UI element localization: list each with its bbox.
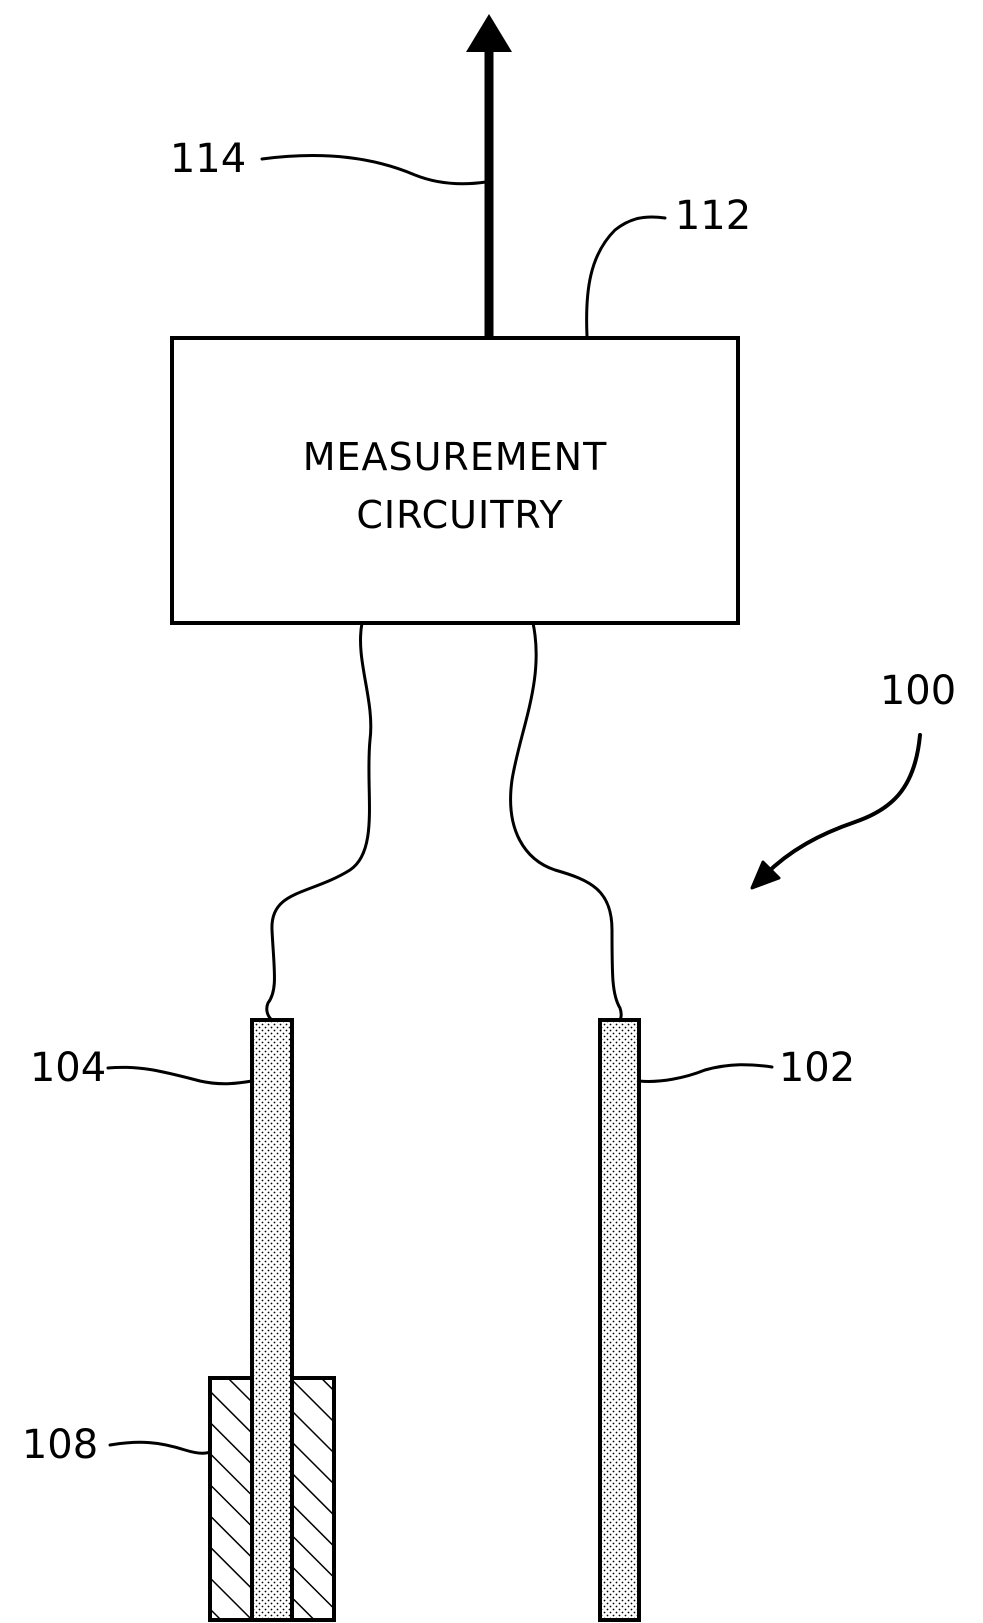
leader-112	[587, 217, 665, 336]
ref-system: 100	[880, 668, 956, 714]
lead-wire-right	[511, 623, 622, 1020]
system-pointer-arrow	[752, 735, 920, 888]
ref-circuitry: 112	[675, 193, 751, 239]
ref-electrode-right: 102	[779, 1045, 855, 1091]
coating-left-half	[210, 1378, 252, 1620]
lead-wire-left	[267, 623, 371, 1020]
measurement-circuitry-box	[172, 338, 738, 623]
box-label-line1: MEASUREMENT	[303, 435, 608, 479]
ref-coating: 108	[22, 1422, 98, 1468]
coating-right-half	[292, 1378, 334, 1620]
ref-output: 114	[170, 136, 246, 182]
ref-electrode-left: 104	[30, 1045, 106, 1091]
leader-104	[108, 1067, 252, 1083]
box-label-line2: CIRCUITRY	[356, 493, 563, 537]
leader-102	[639, 1065, 772, 1082]
leader-108	[110, 1442, 210, 1453]
output-arrow	[466, 14, 512, 338]
electrode-right	[600, 1020, 639, 1620]
electrode-left	[252, 1020, 292, 1620]
leader-114	[262, 156, 486, 184]
